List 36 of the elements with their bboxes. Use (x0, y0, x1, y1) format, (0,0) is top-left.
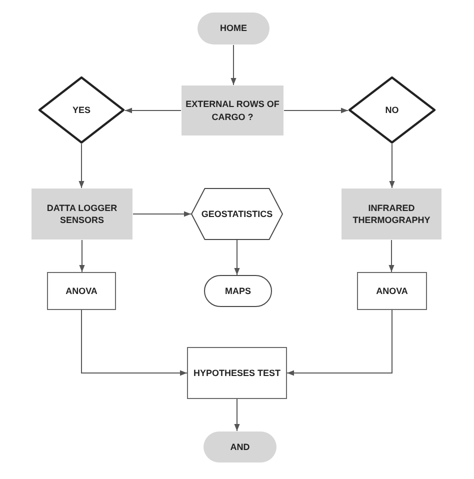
arrow (284, 108, 348, 114)
terminal-pill (204, 275, 272, 307)
process-box (187, 347, 287, 399)
process-box (181, 85, 284, 136)
node-label: HYPOTHESES TEST (192, 366, 282, 380)
node-label: EXTERNAL ROWS OF CARGO ? (184, 98, 280, 123)
decision-diamond (38, 76, 125, 144)
arrow (234, 240, 240, 276)
arrow (78, 144, 84, 188)
node-label: INFRARED THERMOGRAPHY (352, 202, 432, 226)
node-label: DATTA LOGGER SENSORS (46, 202, 118, 226)
process-box (47, 272, 116, 310)
arrow (81, 310, 188, 376)
preparation-hexagon (191, 188, 283, 240)
arrow (124, 108, 182, 114)
node-label: HOME (219, 22, 248, 35)
terminal-pill (197, 12, 270, 45)
arrow (230, 44, 236, 86)
node-label: MAPS (224, 284, 252, 298)
terminal-pill (203, 431, 277, 463)
node-label: YES (71, 104, 92, 116)
arrow (234, 398, 240, 432)
node-label: ANOVA (375, 284, 409, 298)
process-box (357, 272, 427, 310)
node-label: AND (229, 440, 251, 454)
decision-diamond (348, 76, 436, 144)
arrow (389, 144, 395, 188)
node-label: ANOVA (64, 284, 98, 298)
process-box (341, 188, 442, 240)
arrow (388, 240, 394, 272)
arrow (132, 211, 192, 217)
process-box (31, 188, 133, 240)
node-label: GEOSTATISTICS (200, 208, 274, 220)
arrow (79, 240, 85, 272)
arrow (286, 310, 392, 376)
node-label: NO (384, 104, 400, 116)
